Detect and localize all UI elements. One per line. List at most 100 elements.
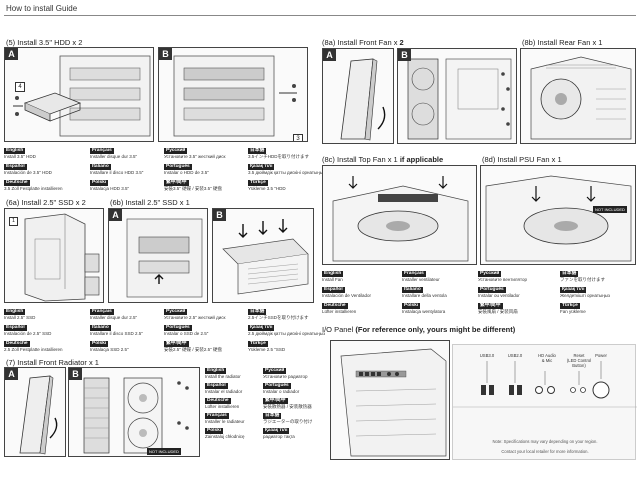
fan-lang-chinese: 繁中/简中安裝風扇 / 安装风扇 [478, 303, 518, 314]
io-ports-illustration [453, 361, 637, 408]
ssd1-a-illustration [126, 218, 203, 298]
not-included-badge-psu: NOT INCLUDED [593, 206, 627, 213]
ssd1-panel-a: A [108, 208, 208, 303]
hdd-lang-chinese: 繁中/简中安裝3.5" 硬碟 / 安装3.5" 硬盘 [164, 180, 222, 191]
io-note-specifications: Note: Specifications may vary depending … [492, 439, 598, 444]
not-included-badge-radiator: NOT INCLUDED [147, 448, 181, 455]
section-title-radiator: (7) Install Front Radiator x 1 [6, 358, 99, 367]
panel-letter-a: A [109, 209, 122, 221]
top-fan-applicability: if applicable [399, 155, 444, 164]
section-title-rear-fan: (8b) Install Rear Fan x 1 [522, 38, 603, 47]
section-title-hdd: (5) Install 3.5" HDD x 2 [6, 38, 83, 47]
io-note-retailer: Contact your local retailer for more inf… [501, 449, 589, 454]
fan-lang-japanese: 日本語ファンを取り付けます [560, 271, 605, 282]
hdd-panel-a: A 4 [4, 47, 154, 142]
ssd-lang-chinese: 繁中/简中安裝2.5" 硬碟 / 安装2.5" 硬盘 [164, 341, 222, 352]
io-panel-title-text: I/O Panel [322, 325, 356, 334]
io-panel-disclaimer: (For reference only, yours might be diff… [355, 325, 516, 334]
radiator-panel-b: B NOT INCLUDED [68, 367, 200, 457]
radiator-lang-chinese: 繁中/简中安裝散熱器 / 安装散热器 [263, 398, 312, 409]
ssd2-illustration [24, 213, 100, 302]
port-label-usb2: USB2.0 [507, 353, 523, 358]
panel-letter-b: B [69, 368, 82, 380]
port-label-reset: Reset (LED Control Button) [566, 353, 592, 368]
section-title-ssd1: (6b) Install 2.5" SSD x 1 [110, 198, 190, 207]
panel-letter-b: B [159, 48, 172, 60]
front-fan-panel-b: B [397, 48, 517, 144]
port-label-audio: HD Audio & Mic [538, 353, 556, 363]
ssd2-panel: 1 [4, 208, 104, 303]
port-label-power: Power [595, 353, 607, 358]
section-title-front-fan: (8a) Install Front Fan x 2 [322, 38, 404, 47]
hdd-a-illustration [13, 55, 151, 137]
rear-fan-illustration [530, 56, 632, 140]
psu-fan-illustration [485, 175, 632, 262]
panel-letter-b: B [398, 49, 411, 61]
port-label-usb3: USB3.0 [479, 353, 495, 358]
section-title-io-panel: I/O Panel (For reference only, yours mig… [322, 325, 515, 334]
front-fan-count: 2 [399, 38, 404, 47]
top-fan-illustration [332, 176, 469, 262]
radiator-panel-a: A [4, 367, 66, 457]
section-title-psu-fan: (8d) Install PSU Fan x 1 [482, 155, 562, 164]
hdd-panel-b: B 3 [158, 47, 308, 142]
top-fan-title-text: (8c) Install Top Fan x 1 [322, 155, 400, 164]
front-fan-panel-a: A [322, 48, 394, 144]
psu-fan-panel: NOT INCLUDED [480, 165, 636, 265]
callout-step-ssd: 1 [9, 217, 18, 226]
section-title-ssd2: (6a) Install 2.5" SSD x 2 [6, 198, 86, 207]
radiator-lang-japanese: 日本語ラジエーターの取り付け [263, 413, 313, 424]
ssd1-b-illustration [222, 219, 309, 295]
panel-letter-a: A [5, 48, 18, 60]
io-panel-case-view [330, 340, 450, 460]
io-ports-detail: USB3.0 USB2.0 HD Audio & Mic Reset (LED … [452, 344, 637, 460]
panel-letter-a: A [5, 368, 18, 380]
rear-fan-panel [520, 48, 636, 144]
section-title-top-fan: (8c) Install Top Fan x 1 if applicable [322, 155, 443, 164]
panel-letter-b: B [213, 209, 226, 221]
front-fan-a-illustration [340, 58, 386, 141]
radiator-b-illustration [83, 377, 189, 454]
title-divider [4, 15, 636, 16]
page-title: How to install Guide [6, 4, 78, 13]
panel-letter-a: A [323, 49, 336, 61]
